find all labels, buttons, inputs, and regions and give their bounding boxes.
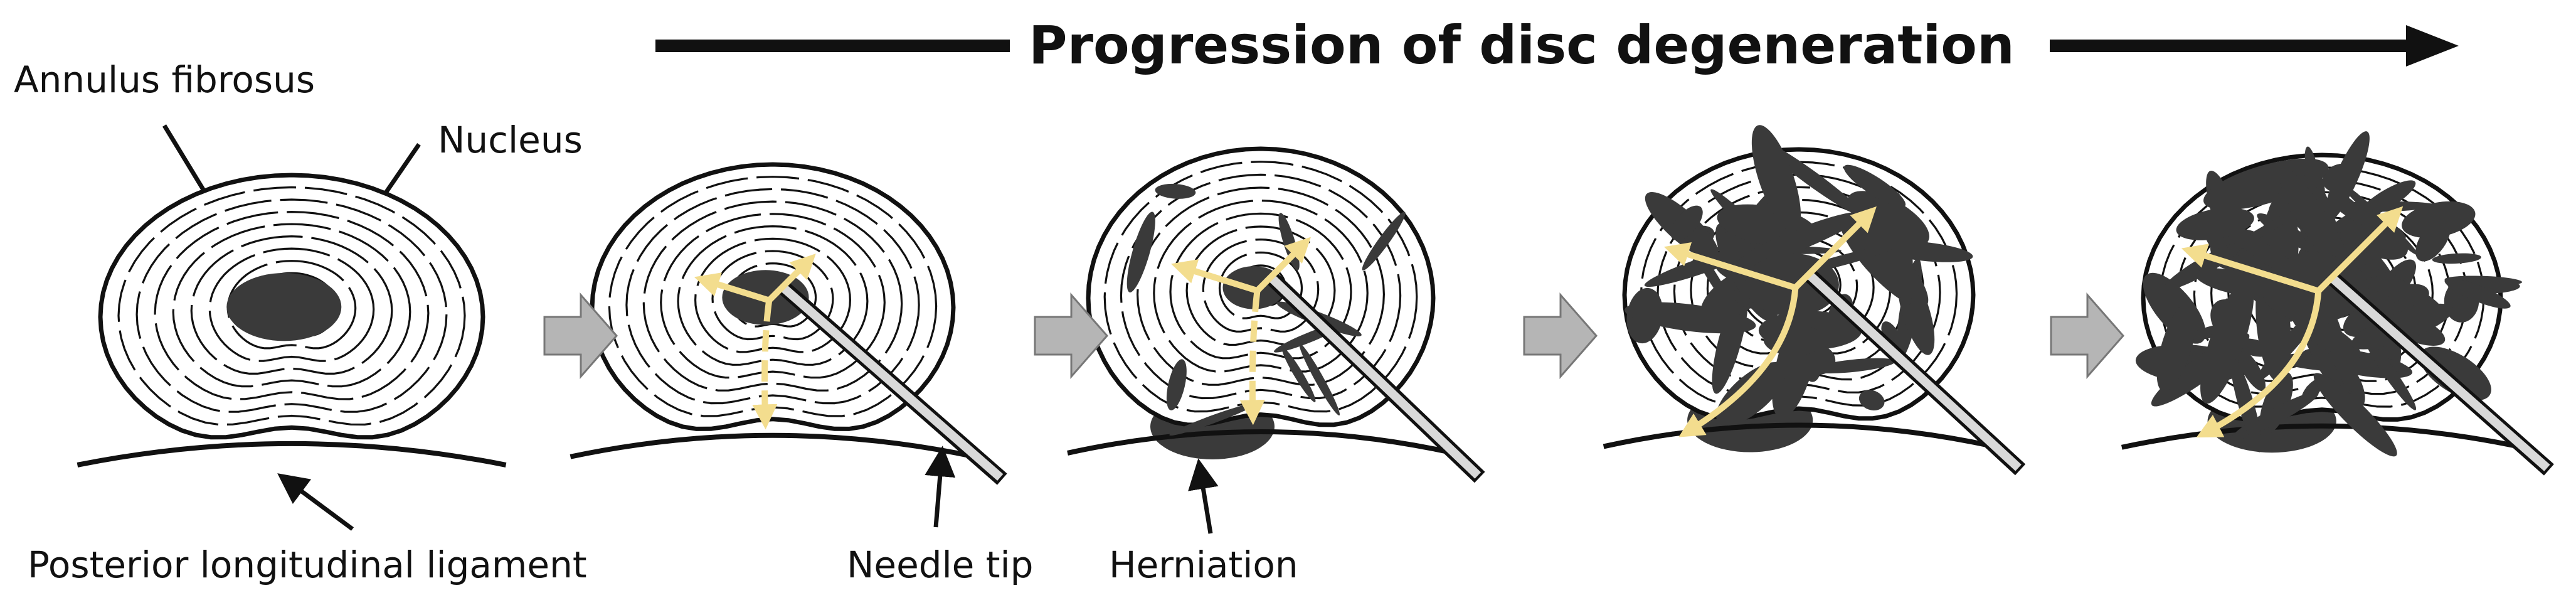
- annulus-label: Annulus fibrosus: [14, 58, 315, 101]
- transition-chevron: [543, 292, 618, 379]
- contrast-spread: [1678, 287, 1799, 437]
- contrast-spread: [1171, 259, 1258, 294]
- annulus-lamella: [642, 200, 903, 392]
- degeneration-fissure: [2207, 199, 2318, 264]
- degeneration-fissure: [2277, 165, 2355, 283]
- degeneration-fissure: [1362, 211, 1406, 270]
- annulus-lamella: [694, 237, 852, 353]
- degeneration-fissure: [2432, 253, 2481, 264]
- disc-stage-4: [1603, 125, 2026, 476]
- posterior-ligament: [570, 432, 976, 459]
- ligament-pointer-arrow: [277, 473, 354, 531]
- disc-stage-5: [2121, 131, 2554, 476]
- degeneration-fissure: [2364, 336, 2417, 410]
- annulus-lamella: [608, 176, 938, 417]
- annulus-lamella: [172, 223, 411, 388]
- posterior-ligament: [2121, 423, 2523, 450]
- degeneration-fissure: [1751, 125, 1801, 233]
- annulus-lamella: [1185, 225, 1336, 346]
- degeneration-fissure: [2324, 131, 2370, 223]
- degeneration-fissure: [1169, 403, 1256, 436]
- degeneration-fissure: [2200, 279, 2254, 404]
- contrast-spread: [1663, 242, 1796, 291]
- degeneration-fissure: [2195, 268, 2276, 297]
- contrast-spread: [2181, 243, 2319, 294]
- degeneration-fissure: [2156, 300, 2197, 392]
- transition-chevron: [1523, 292, 1598, 379]
- degeneration-fissure: [1670, 205, 1703, 241]
- disc-stage-2: [570, 162, 1007, 485]
- transition-chevron: [2050, 292, 2124, 379]
- degeneration-fissure: [2237, 348, 2266, 392]
- contrast-spread: [2196, 291, 2322, 438]
- degeneration-fissure: [2415, 218, 2451, 262]
- degeneration-fissure: [1299, 343, 1340, 416]
- needle-shaft: [1806, 272, 2022, 471]
- needle-shaft: [1268, 274, 1481, 479]
- ligament-label: Posterior longitudinal ligament: [28, 543, 587, 586]
- contrast-spread: [1239, 290, 1265, 425]
- contrast-spread: [2316, 206, 2404, 294]
- degeneration-fissure: [2176, 208, 2254, 240]
- nucleus-label: Nucleus: [438, 119, 583, 161]
- degeneration-fissure: [1890, 192, 1914, 308]
- needle-label: Needle tip: [847, 543, 1034, 586]
- nucleus: [226, 272, 342, 341]
- herniation-label: Herniation: [1109, 543, 1298, 586]
- degeneration-fissure: [2351, 303, 2454, 350]
- annulus-lamella: [677, 225, 869, 366]
- annulus-lamella: [660, 213, 886, 379]
- degeneration-fissure: [1858, 390, 1885, 411]
- degeneration-fissure: [1716, 361, 1786, 426]
- annulus-lamella: [1218, 251, 1303, 319]
- annulus-lamella: [1103, 161, 1418, 413]
- annulus-lamella: [135, 198, 448, 413]
- annulus-lamella: [625, 188, 920, 405]
- needle-shaft: [780, 284, 1004, 481]
- contrast-spread: [752, 299, 778, 430]
- degeneration-fissure: [2203, 158, 2329, 210]
- contrast-spread: [1793, 206, 1877, 290]
- contrast-spread: [694, 272, 770, 304]
- degeneration-fissure: [1126, 211, 1155, 292]
- needle-shaft: [2330, 275, 2550, 471]
- degeneration-fissure: [1843, 164, 1906, 208]
- annulus-lamella: [190, 235, 393, 375]
- degeneration-fissure: [1736, 211, 1863, 267]
- posterior-ligament: [1603, 422, 1995, 449]
- needle-pointer-arrow: [925, 446, 956, 528]
- disc-stage-1: [77, 173, 507, 468]
- annulus-lamella: [117, 186, 466, 426]
- progression-arrow: [655, 25, 2459, 67]
- degeneration-fissure: [1155, 183, 1196, 199]
- posterior-ligament: [77, 441, 507, 468]
- annulus-lamella: [154, 210, 430, 400]
- annulus-lamella: [1136, 186, 1386, 386]
- degeneration-fissure: [2218, 298, 2230, 340]
- contrast-spread: [1254, 237, 1311, 293]
- disc-stage-3: [1067, 146, 1485, 483]
- degeneration-fissure: [1625, 302, 1756, 334]
- posterior-ligament: [1067, 429, 1455, 456]
- figure-title: Progression of disc degeneration: [1029, 14, 2015, 76]
- degeneration-fissure: [2419, 346, 2491, 400]
- degeneration-fissure: [1166, 359, 1187, 410]
- degeneration-fissure: [1281, 347, 1316, 402]
- contrast-spread: [766, 254, 816, 303]
- herniation-pointer-arrow: [1188, 458, 1219, 534]
- transition-chevron: [1034, 292, 1108, 379]
- degeneration-fissure: [2313, 373, 2397, 457]
- degeneration-fissure: [2444, 278, 2511, 309]
- degeneration-fissure: [1811, 358, 1895, 373]
- degeneration-fissure: [1881, 321, 1902, 351]
